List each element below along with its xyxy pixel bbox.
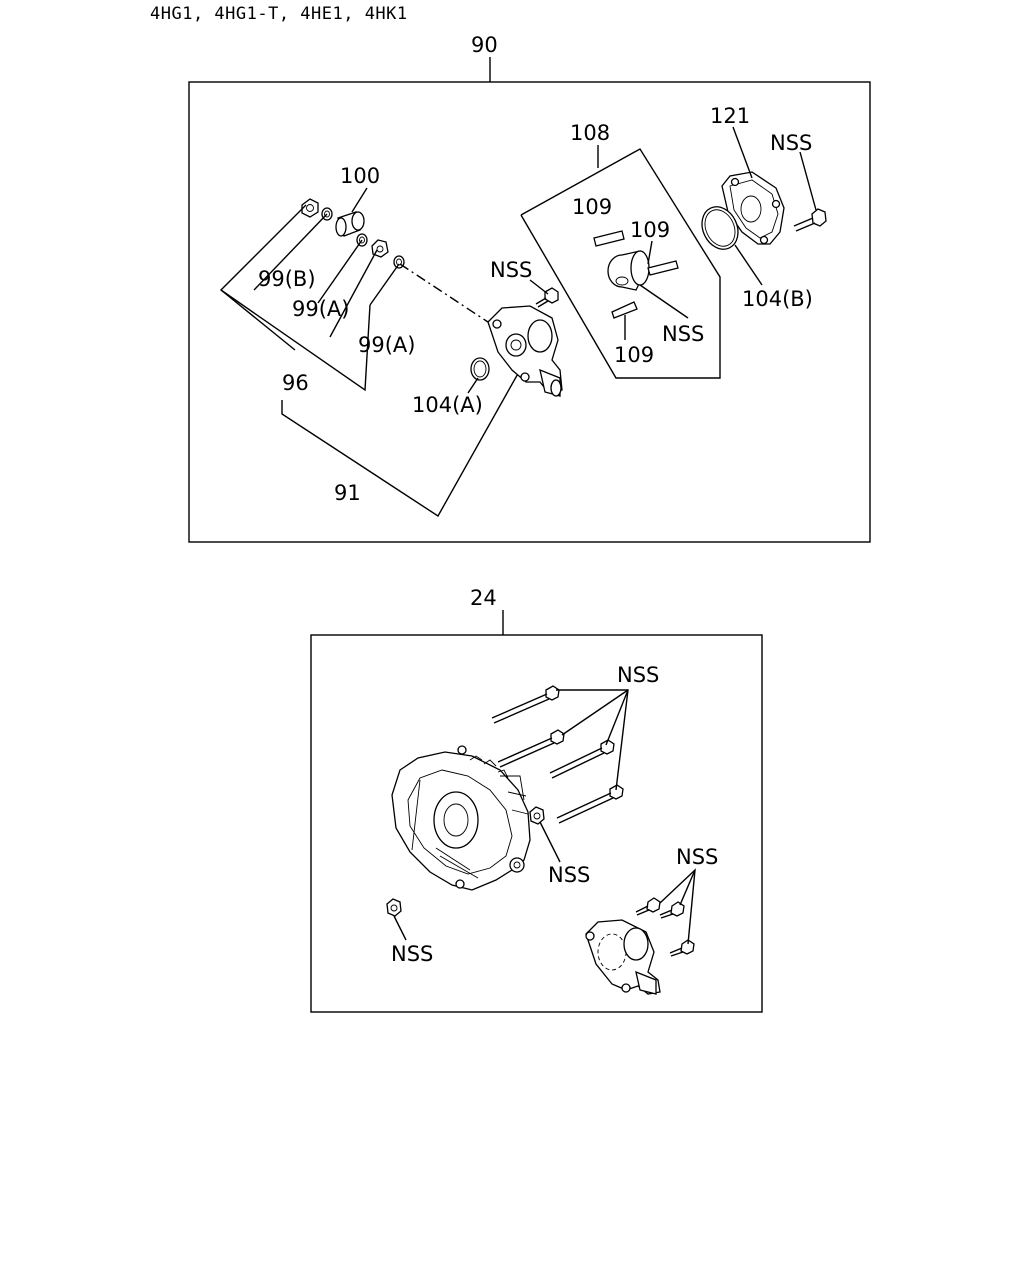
- part-99a-label-1: 99(A): [292, 297, 349, 321]
- bearing-parts-group: [301, 198, 405, 269]
- part-108-label: 108: [570, 121, 610, 145]
- part-109-label-middle: 109: [630, 218, 670, 242]
- o-ring-104b-icon: [701, 206, 739, 250]
- cover-121-icon: [721, 171, 785, 245]
- nss-label-rotor: NSS: [662, 322, 704, 346]
- part-91-label: 91: [334, 481, 361, 505]
- screw-1-icon: [635, 897, 661, 916]
- rotor-icon: [607, 250, 679, 319]
- frame-nut-icon: [529, 806, 545, 825]
- nss-label-through-bolts: NSS: [617, 663, 659, 687]
- part-104a-label: 104(A): [412, 393, 483, 417]
- nss-label-pump-screws: NSS: [676, 845, 718, 869]
- part-99b-label: 99(B): [258, 267, 316, 291]
- rear-housing-icon: [487, 305, 563, 397]
- ref-24-label: 24: [470, 586, 497, 610]
- nut-99b-icon: [301, 198, 319, 218]
- diagram-90-frame: [188, 81, 871, 543]
- part-96-label: 96: [282, 371, 309, 395]
- screw-3-icon: [669, 939, 695, 957]
- through-bolt-2-icon: [497, 729, 565, 768]
- vane-109-icon: [593, 230, 625, 247]
- engine-model-header: 4HG1, 4HG1-T, 4HE1, 4HK1: [150, 4, 408, 24]
- bolt-icon: [535, 287, 559, 308]
- diagram-90: 90: [188, 33, 871, 543]
- front-frame-icon: [391, 745, 531, 891]
- through-bolt-4-icon: [556, 784, 624, 824]
- cover-bolt-icon: [793, 208, 827, 232]
- part-121-label: 121: [710, 104, 750, 128]
- diagram-24: 24 NSS: [310, 586, 763, 1013]
- nss-label-cover-bolt: NSS: [770, 131, 812, 155]
- part-104b-label: 104(B): [742, 287, 813, 311]
- through-bolt-1-icon: [491, 685, 560, 724]
- part-100-label: 100: [340, 164, 380, 188]
- pump-housing-icon: [585, 919, 661, 995]
- part-109-label-top: 109: [572, 195, 612, 219]
- nss-label-loose-nut: NSS: [391, 942, 433, 966]
- screw-2-icon: [659, 901, 685, 919]
- loose-nut-icon: [386, 898, 402, 917]
- o-ring-104a-icon: [470, 357, 490, 381]
- diagram-24-frame: [310, 634, 763, 1013]
- nss-label-frame-nut: NSS: [548, 863, 590, 887]
- ref-90-label: 90: [471, 33, 498, 57]
- part-109-label-bottom: 109: [614, 343, 654, 367]
- bushing-100-icon: [335, 211, 365, 237]
- through-bolt-3-icon: [549, 739, 615, 779]
- nss-label-housing-bolt: NSS: [490, 258, 532, 282]
